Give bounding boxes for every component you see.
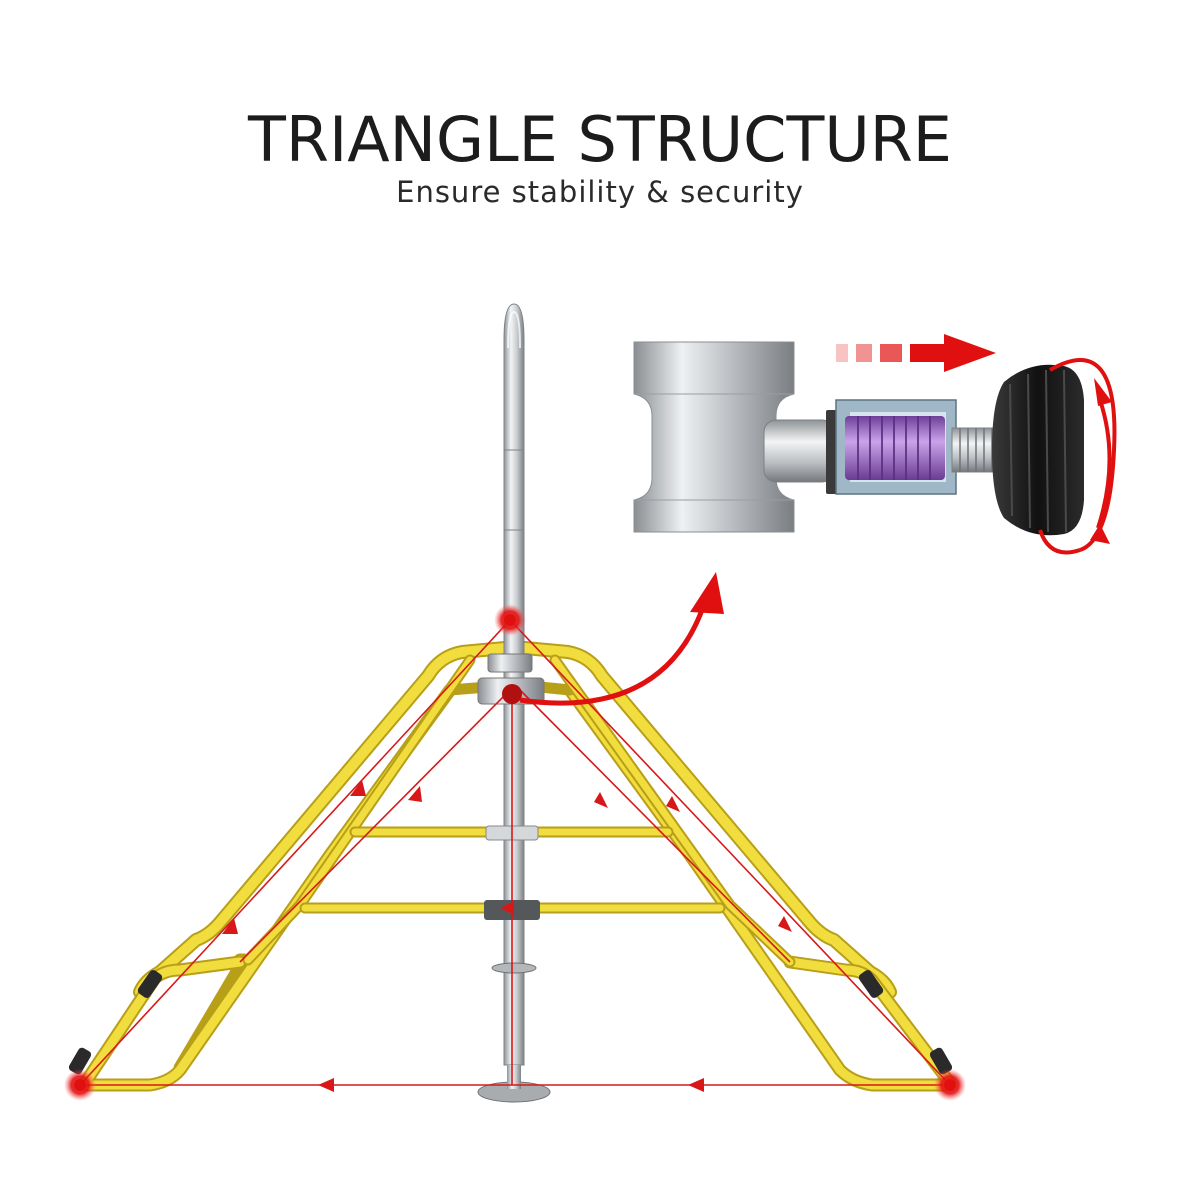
force-arrowheads bbox=[222, 780, 792, 1092]
curved-arrow-icon bbox=[519, 572, 724, 706]
knob-icon bbox=[992, 364, 1084, 536]
push-arrow-icon bbox=[836, 334, 996, 372]
knob-detail-inset bbox=[633, 334, 1117, 555]
page-title: TRIANGLE STRUCTURE bbox=[248, 103, 952, 176]
force-lines bbox=[79, 619, 951, 1086]
stress-points bbox=[64, 604, 966, 1101]
page-subtitle: Ensure stability & security bbox=[396, 175, 804, 209]
foam-grips bbox=[68, 970, 953, 1075]
